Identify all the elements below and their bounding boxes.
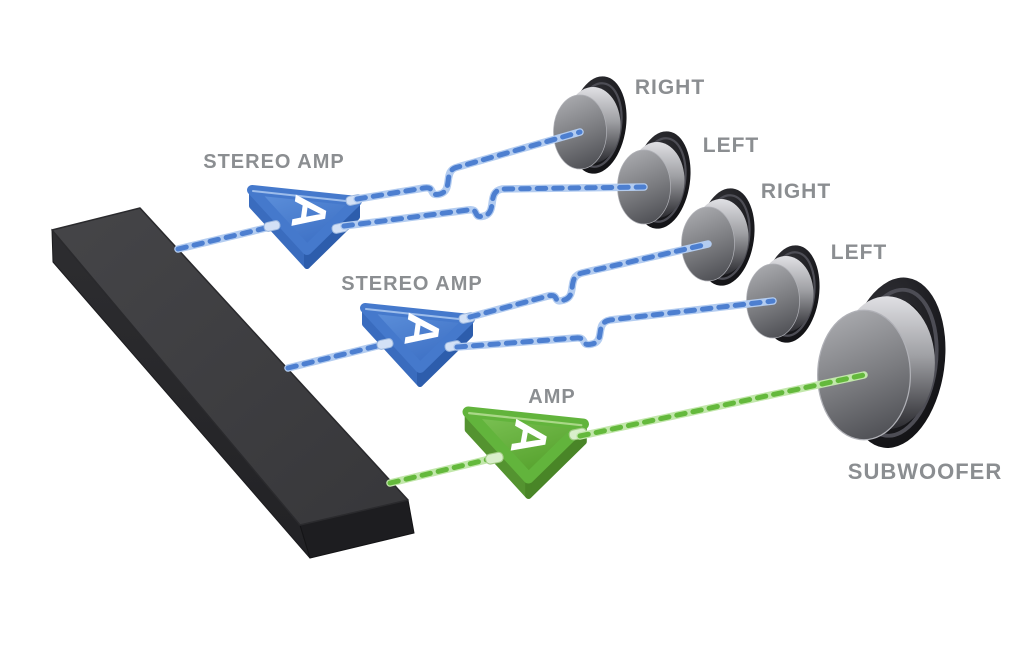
wire-stereo-amp-2-to-right-rear	[466, 240, 712, 321]
stereo-amp-1-label: STEREO AMP	[203, 151, 345, 173]
speaker-right-front	[552, 71, 634, 179]
speaker-left-front-label: LEFT	[703, 134, 760, 157]
speaker-right-front-label: RIGHT	[635, 76, 705, 99]
speaker-left-rear	[745, 240, 827, 348]
wire-soundbar-to-stereo-amp-2	[284, 340, 389, 372]
wire-sub-amp-to-subwoofer	[576, 371, 868, 440]
sub-amp	[462, 406, 590, 499]
speaker-right-rear	[680, 183, 762, 291]
stereo-amp-1-letter: A	[281, 192, 338, 233]
wire-soundbar-to-sub-amp	[386, 454, 498, 487]
soundbar	[51, 207, 415, 559]
stereo-amp-2-letter: A	[394, 310, 451, 351]
wire-stereo-amp-1-to-left-front	[340, 183, 648, 230]
soundbar-top-face	[51, 207, 409, 526]
subwoofer	[815, 269, 958, 457]
speaker-left-rear-label: LEFT	[831, 241, 888, 264]
wire-stereo-amp-1-to-right-front	[353, 128, 584, 203]
stereo-amp-2-label: STEREO AMP	[341, 273, 483, 295]
speaker-left-front	[616, 126, 698, 234]
wire-soundbar-to-stereo-amp-1	[174, 223, 274, 253]
speaker-right-rear-label: RIGHT	[761, 180, 831, 203]
sub-amp-label: AMP	[528, 386, 575, 408]
subwoofer-label: SUBWOOFER	[848, 459, 1002, 484]
wire-stereo-amp-2-to-left-rear	[453, 297, 777, 351]
